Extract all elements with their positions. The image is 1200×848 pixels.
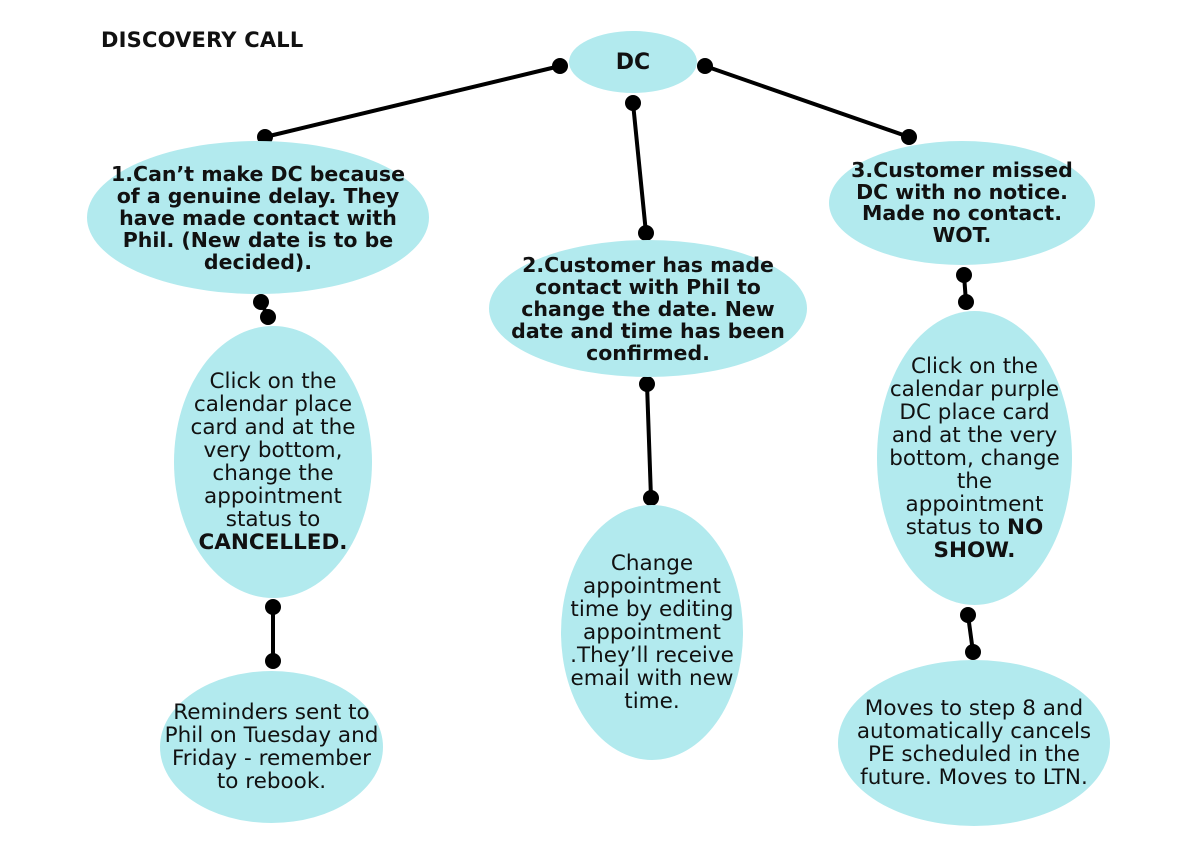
branch-2-action-node: Change appointment time by editing appoi…	[561, 505, 743, 760]
branch-2-label: 2.Customer has made contact with Phil to…	[511, 252, 785, 365]
branch-3-action-instruction: Click on the calendar purple DC place ca…	[889, 353, 1060, 540]
branch-3-action-text: Click on the calendar purple DC place ca…	[885, 355, 1064, 562]
branch-2-action-text: Change appointment time by editing appoi…	[570, 551, 734, 714]
diagram-title: DISCOVERY CALL	[101, 28, 304, 52]
connector-dot	[643, 490, 659, 506]
connector-dot	[625, 95, 641, 111]
branch-1-outcome-text: Reminders sent to Phil on Tuesday and Fr…	[164, 700, 379, 794]
connector-root-to-branch2	[631, 101, 648, 235]
branch-1-action-text: Click on the calendar place card and at …	[182, 370, 364, 554]
connector-dot	[265, 653, 281, 669]
root-node-dc: DC	[569, 31, 697, 93]
connector-dot	[901, 129, 917, 145]
connector-dot	[965, 644, 981, 660]
connector-dot	[260, 309, 276, 325]
connector-dot	[956, 267, 972, 283]
branch-1-action-status: CANCELLED.	[198, 530, 348, 555]
connector-dot	[265, 599, 281, 615]
connector-dot	[638, 225, 654, 241]
branch-1-action-instruction: Click on the calendar place card and at …	[190, 369, 356, 532]
branch-1-action-node: Click on the calendar place card and at …	[174, 326, 372, 598]
connector-dot	[639, 376, 655, 392]
connector-root-to-branch1	[263, 64, 562, 139]
branch-1-label: 1.Can’t make DC because of a genuine del…	[110, 161, 406, 274]
branch-3-outcome-node: Moves to step 8 and automatically cancel…	[838, 660, 1110, 826]
connector-dot	[552, 58, 568, 74]
branch-1-outcome-node: Reminders sent to Phil on Tuesday and Fr…	[160, 671, 383, 823]
connector-dot	[253, 294, 269, 310]
branch-3-node: 3.Customer missed DC with no notice. Mad…	[829, 141, 1095, 265]
branch-3-outcome-text: Moves to step 8 and automatically cancel…	[856, 696, 1092, 790]
root-node-label: DC	[615, 49, 651, 75]
branch-1-node: 1.Can’t make DC because of a genuine del…	[87, 141, 429, 294]
branch-3-label: 3.Customer missed DC with no notice. Mad…	[851, 158, 1073, 247]
branch-2-node: 2.Customer has made contact with Phil to…	[489, 240, 807, 377]
connector-branch2-to-action	[645, 382, 653, 500]
connector-dot	[958, 294, 974, 310]
branch-3-action-status: NO SHOW.	[933, 514, 1044, 563]
connector-dot	[960, 607, 976, 623]
connector-dot	[697, 58, 713, 74]
branch-3-action-node: Click on the calendar purple DC place ca…	[877, 311, 1072, 605]
connector-root-to-branch3	[703, 64, 911, 139]
